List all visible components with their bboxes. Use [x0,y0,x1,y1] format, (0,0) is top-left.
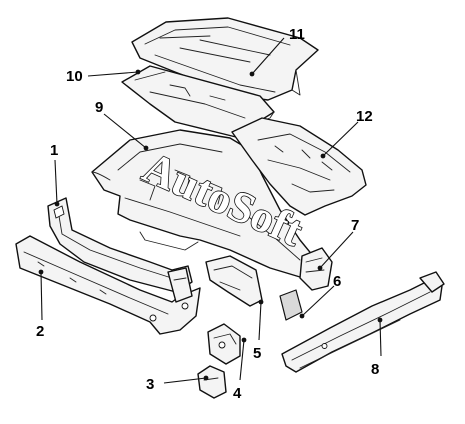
part-4-mount-bracket [207,323,241,365]
part-8-side-rail [281,271,445,373]
part-3-small-mount [197,365,227,399]
callout-10: 10 [66,68,83,85]
callout-2: 2 [36,323,44,340]
part-5-reinforcement [205,255,263,307]
part-12-rear-floor [231,117,367,216]
callout-5: 5 [253,345,261,362]
part-2-front-beam [15,235,201,335]
callout-3: 3 [146,376,154,393]
callout-9: 9 [95,99,103,116]
callout-labels: 1 2 3 4 5 6 7 8 9 10 11 12 [36,26,379,402]
callout-8: 8 [371,361,379,378]
callout-4: 4 [233,385,242,402]
part-6-plate [279,289,303,321]
part-1-cross-member [47,197,193,293]
leader-lines [38,37,383,384]
part-7-bracket [299,247,333,291]
callout-7: 7 [351,217,359,234]
callout-12: 12 [356,108,373,125]
callout-1: 1 [50,142,58,159]
part-11-rear-shelf [131,17,319,101]
part-9-floor-pan [91,129,319,281]
callout-11: 11 [289,26,305,43]
callout-6: 6 [333,273,341,290]
